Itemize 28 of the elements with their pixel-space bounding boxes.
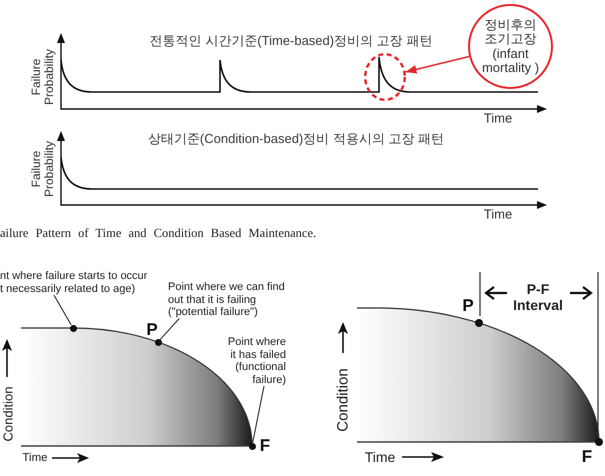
leader-line: [53, 294, 72, 326]
chart-title: 전통적인 시간기준(Time-based)정비의 고장 패턴: [150, 32, 432, 50]
axis-label: Time: [484, 206, 512, 222]
point-marker: [154, 338, 162, 346]
annotation-text: Point where we can find out that it is failing ("potential failure"): [168, 281, 290, 318]
point-marker: [70, 324, 76, 332]
callout-text: 정비후의 조기고장 (infant mortality ): [480, 18, 540, 76]
dashed-circle: [364, 53, 406, 101]
axis-label: Time: [484, 110, 512, 126]
annotation-text: nt where failure starts to occur t necessarily related to age): [0, 270, 150, 295]
axis-label: Condition: [334, 368, 352, 432]
axis-label: Time: [364, 449, 396, 465]
chart-title: 상태기준(Condition-based)정비 적용시의 고장 패턴: [148, 130, 444, 148]
point-label: P: [146, 320, 158, 340]
point-label: P: [462, 296, 474, 316]
point-label: F: [582, 447, 592, 467]
point-label: F: [260, 436, 270, 456]
axis-label: Failure Probability: [30, 48, 56, 108]
interval-label: P-F Interval: [512, 281, 564, 313]
axis-label: Condition: [0, 386, 16, 442]
axis-label: Time: [22, 452, 48, 464]
arrow: [405, 56, 470, 74]
axis-label: Failure Probability: [30, 140, 56, 200]
leader-line: [160, 318, 180, 340]
figure-caption: ailure Pattern of Time and Condition Based Maintenance.: [0, 226, 316, 241]
annotation-text: Point where it has failed (functional failure): [226, 336, 286, 386]
point-marker: [248, 442, 256, 450]
leader-line: [252, 386, 264, 444]
